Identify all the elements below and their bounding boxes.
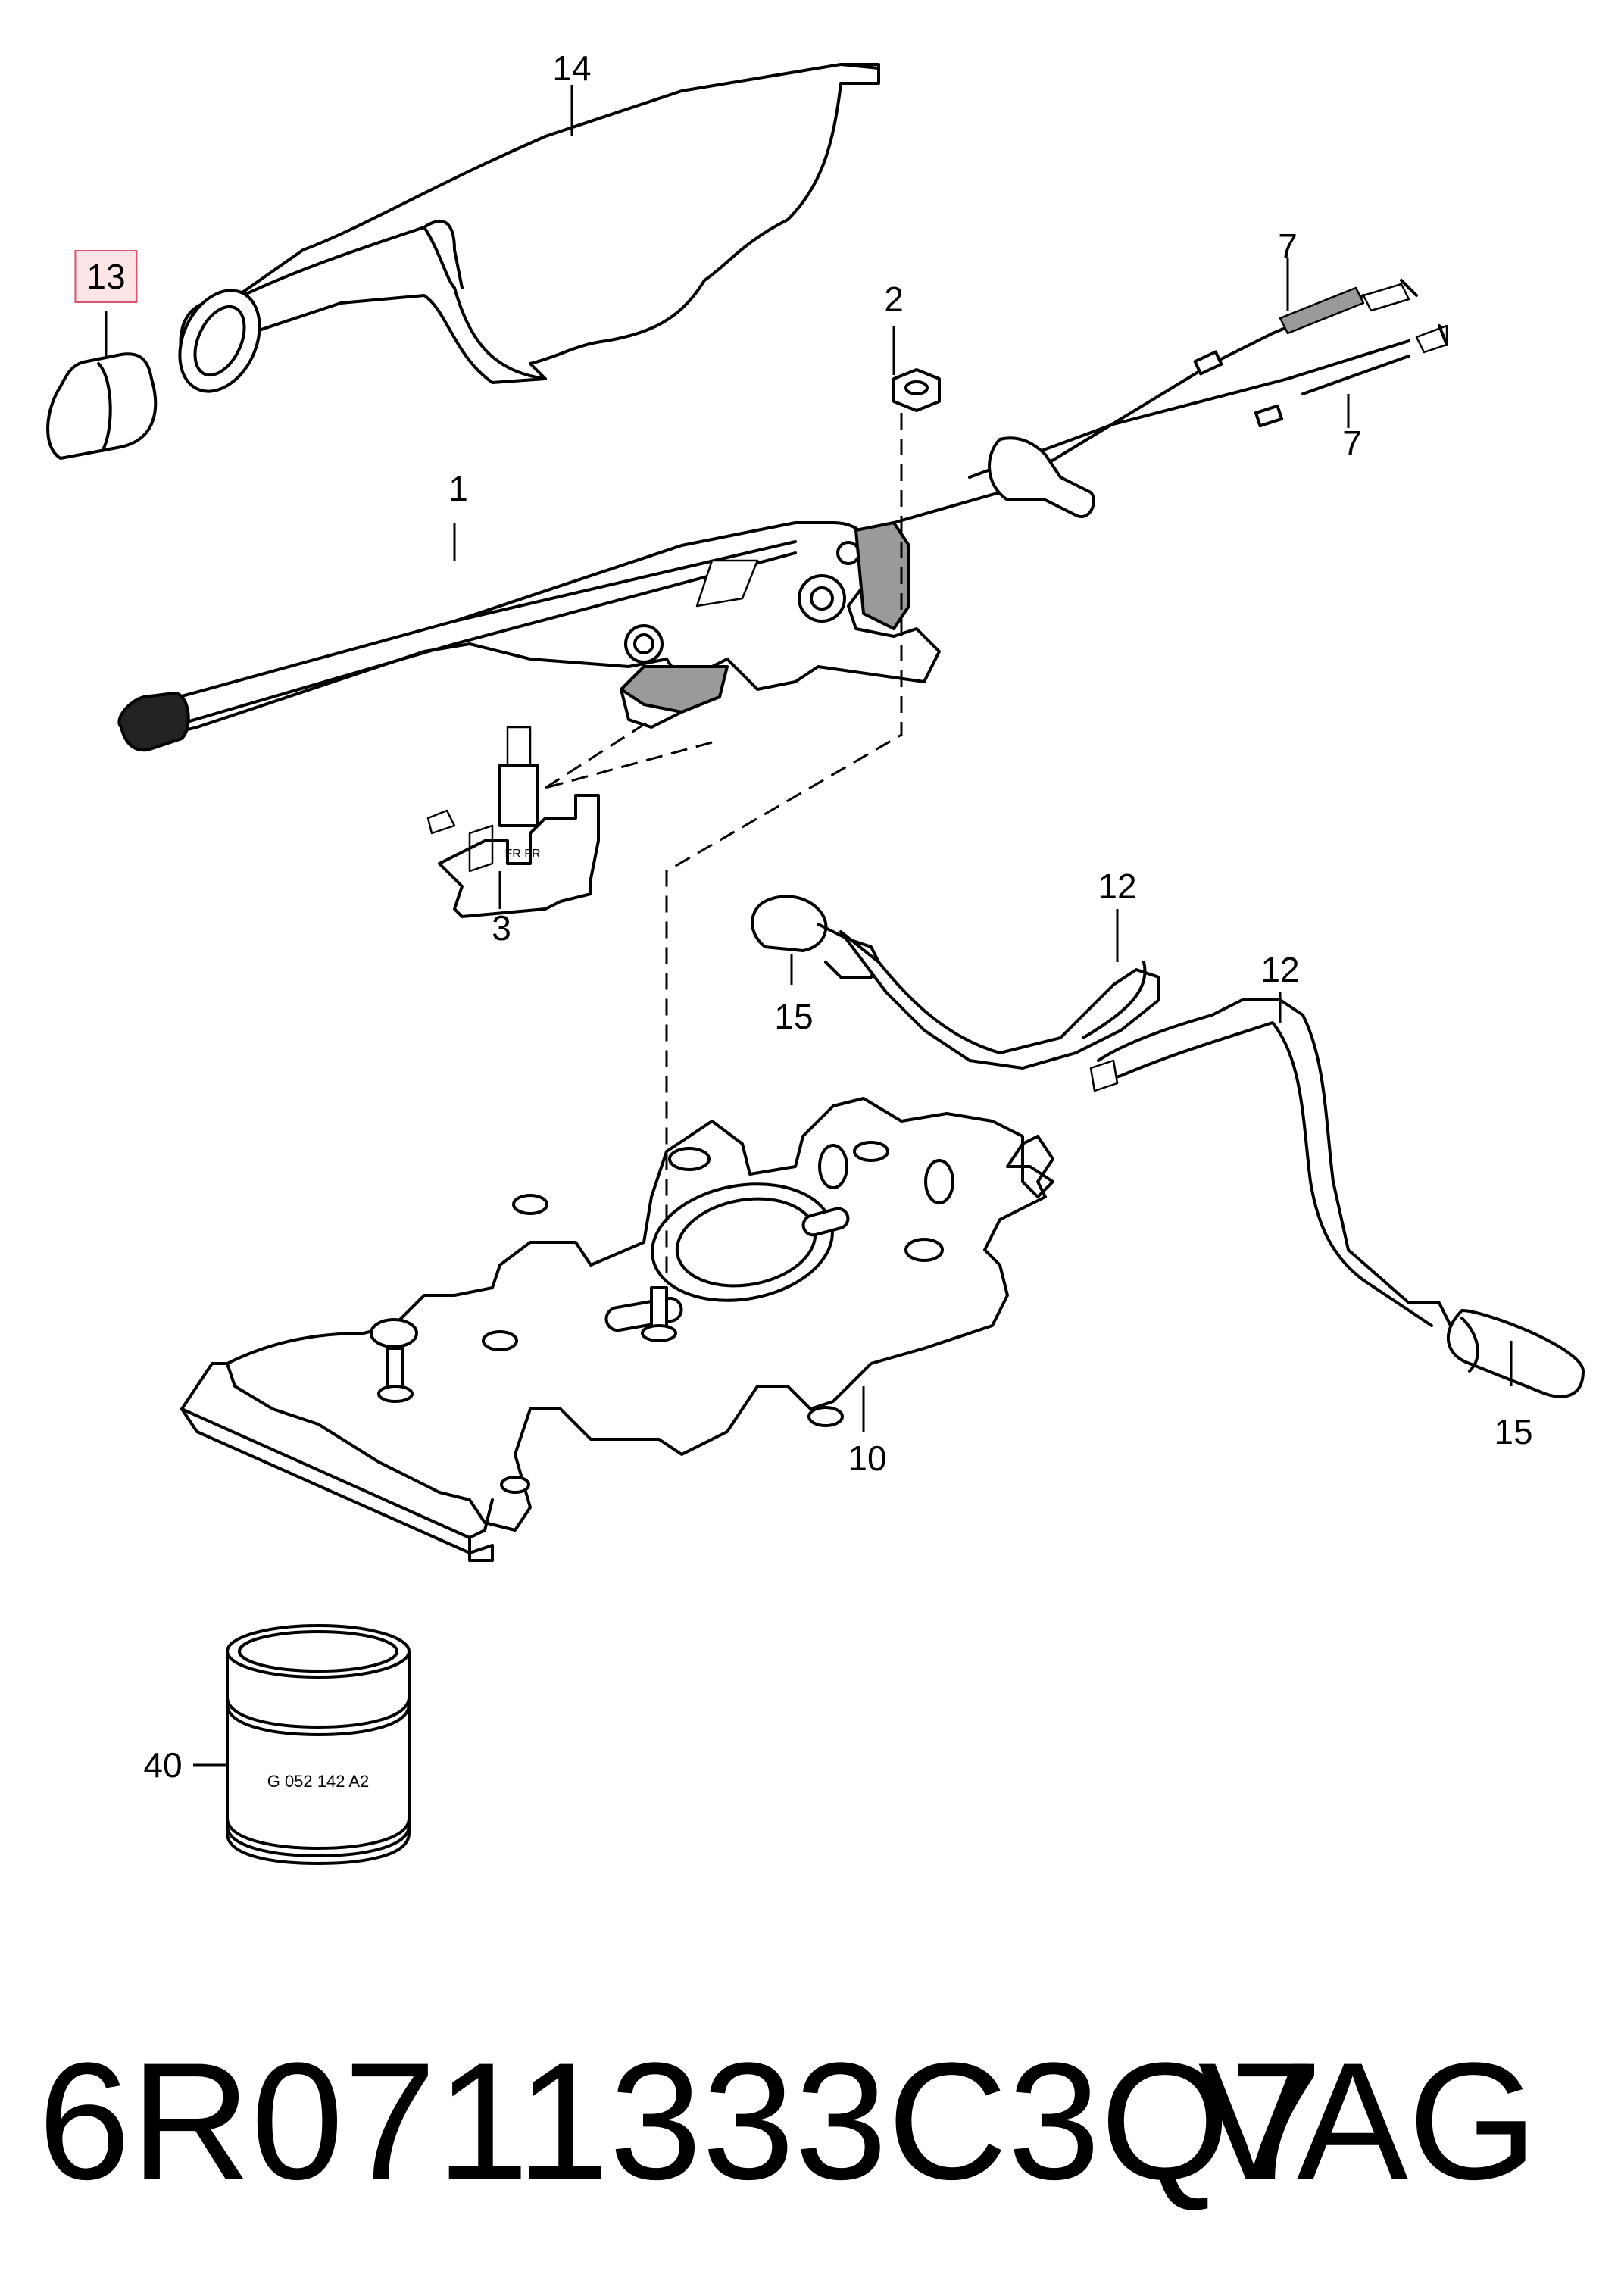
callout-7-bottom[interactable]: 7 [1342, 423, 1362, 463]
callout-40[interactable]: 40 [143, 1745, 183, 1785]
handbrake-lever [117, 521, 941, 752]
callout-10[interactable]: 10 [848, 1439, 887, 1478]
switch-marking-label: FR FR [504, 848, 541, 861]
callout-1[interactable]: 1 [448, 469, 468, 508]
adhesive-sleeve [226, 1624, 411, 1865]
callout-7-top[interactable]: 7 [1278, 226, 1298, 266]
callout-15-right[interactable]: 15 [1494, 1412, 1533, 1451]
footer: 6R0711333C3Q7 VAG [0, 2038, 1621, 2235]
lever-cover [178, 63, 880, 393]
callout-12-upper[interactable]: 12 [1098, 867, 1137, 906]
brake-cables [892, 279, 1448, 524]
exploded-parts-diagram [46, 63, 1585, 1865]
lever-knob-cap [46, 352, 158, 460]
assembly-dash-lines [545, 413, 903, 1273]
callout-3[interactable]: 3 [492, 908, 511, 948]
callout-13[interactable]: 13 [74, 250, 138, 303]
drain-tubes [751, 895, 1585, 1398]
callout-12-lower[interactable]: 12 [1260, 950, 1300, 989]
brand-name: VAG [1198, 2028, 1538, 2214]
callout-2[interactable]: 2 [884, 280, 904, 319]
callout-14[interactable]: 14 [552, 48, 592, 88]
leader-lines [105, 85, 1513, 1767]
warning-switch [426, 726, 600, 918]
part-number: 6R0711333C3Q7 [38, 2028, 1323, 2214]
callout-15-left[interactable]: 15 [774, 997, 814, 1036]
sleeve-stamp: G 052 142 A2 [267, 1772, 370, 1791]
hex-nut [892, 368, 941, 412]
mounting-bracket [180, 1097, 1054, 1562]
